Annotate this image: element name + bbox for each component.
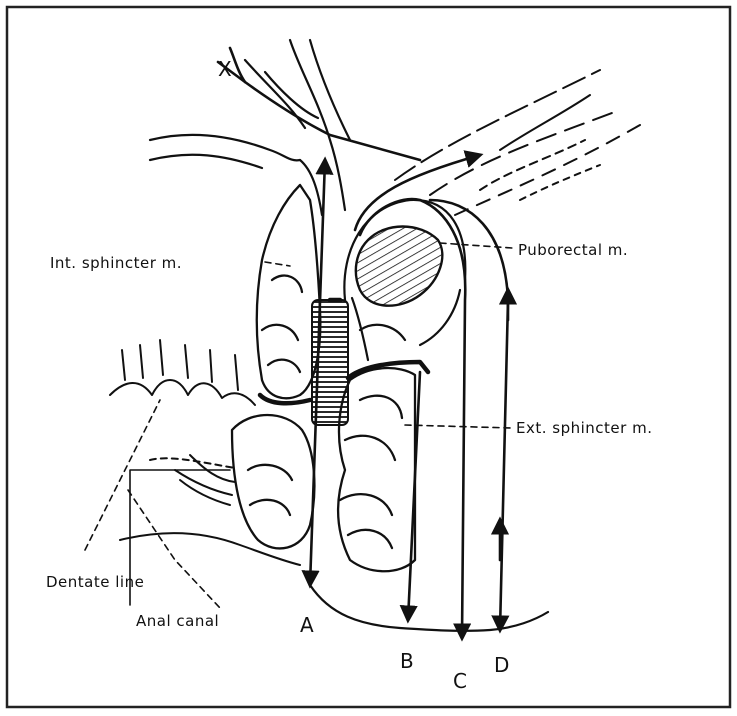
perianal-skin	[310, 585, 548, 631]
label-int-sphincter: Int. sphincter m.	[50, 254, 182, 272]
upper-rectal-wall	[150, 40, 350, 215]
anal-mucosa-folds	[110, 340, 300, 565]
label-x: X	[218, 57, 232, 81]
label-path-a: A	[300, 613, 314, 637]
label-dentate-line: Dentate line	[46, 573, 144, 591]
label-path-c: C	[453, 669, 467, 693]
path-c-outer	[355, 155, 480, 230]
internal-sphincter-muscle	[257, 185, 321, 398]
label-ext-sphincter: Ext. sphincter m.	[516, 419, 652, 437]
label-anal-canal: Anal canal	[136, 612, 219, 630]
label-puborectal: Puborectal m.	[518, 241, 628, 259]
puborectal-muscle	[356, 227, 442, 306]
label-path-b: B	[400, 649, 414, 673]
label-path-d: D	[494, 653, 509, 677]
pelvic-floor-curves	[395, 70, 640, 215]
